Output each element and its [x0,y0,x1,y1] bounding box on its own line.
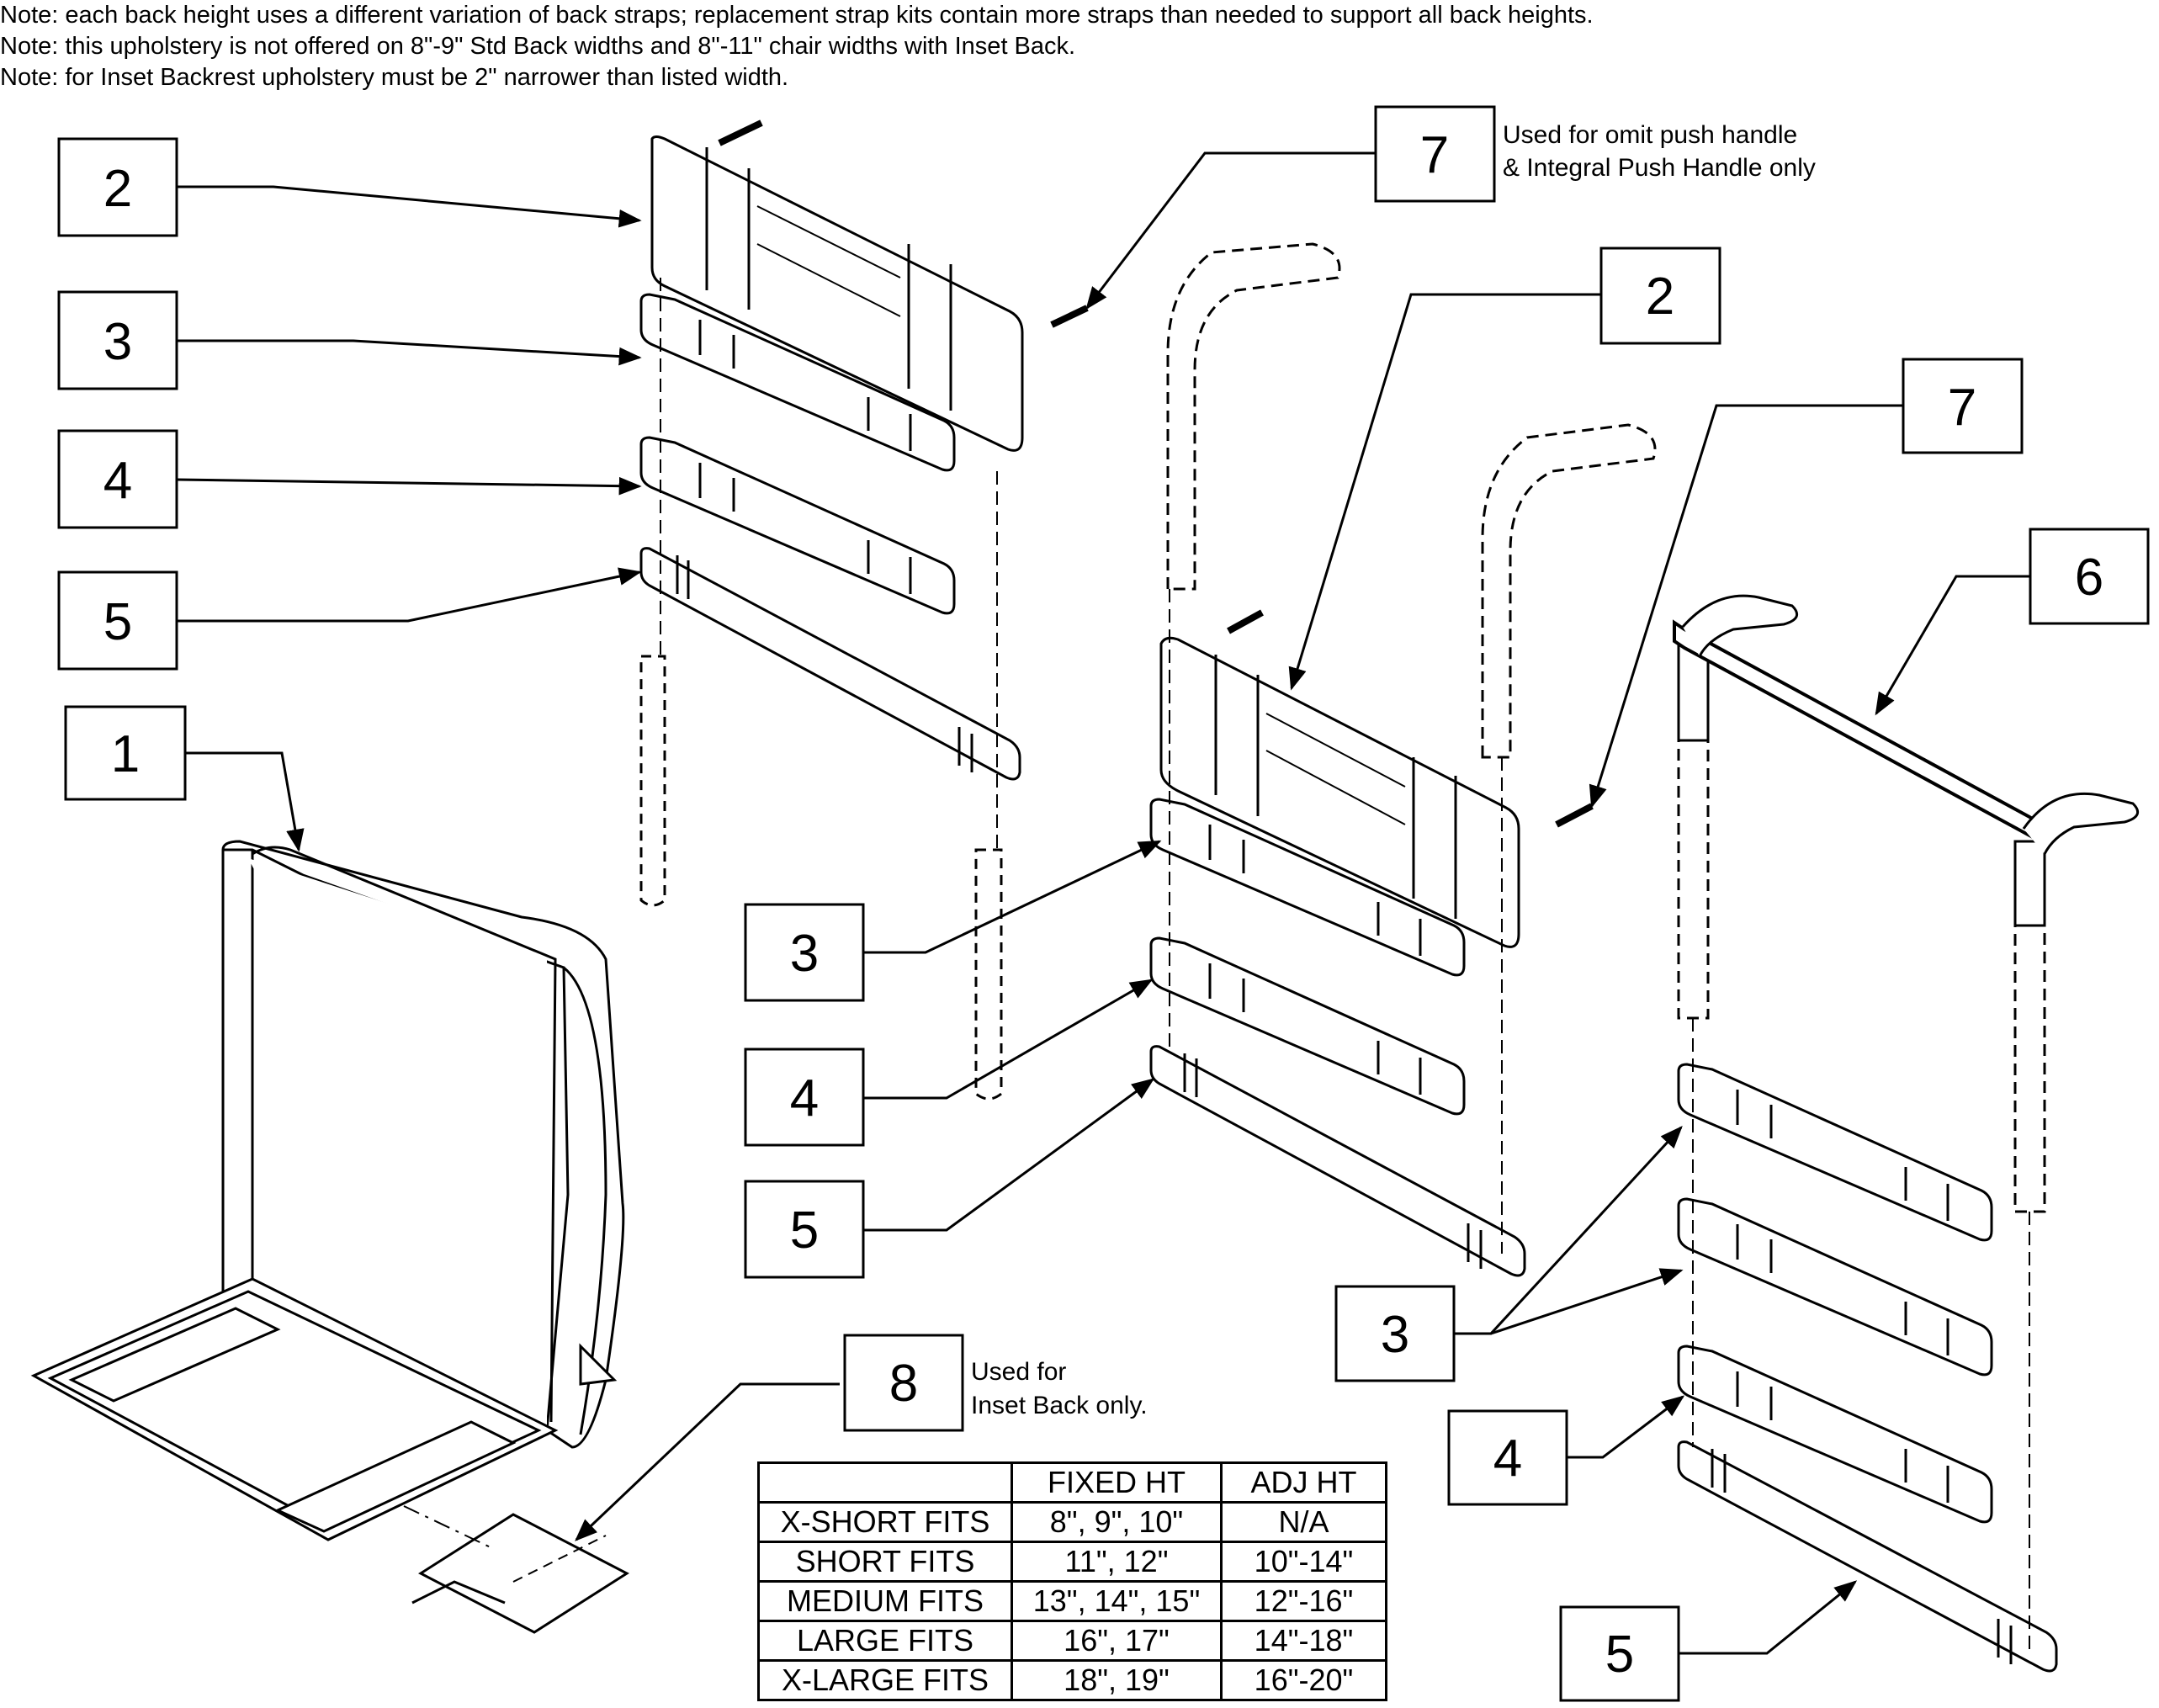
table-cell: X-LARGE FITS [757,1659,1013,1701]
note-line: Note: each back height uses a different … [0,2,1594,29]
table-row: X-SHORT FITS 8", 9", 10" N/A [757,1501,1387,1543]
table-row: MEDIUM FITS 13", 14", 15" 12"-16" [757,1580,1387,1622]
annotation-text: Inset Back only. [971,1392,1148,1419]
table-cell: 13", 14", 15" [1011,1580,1223,1622]
callout-number: 6 [2075,549,2103,607]
strap [1677,1440,2058,1673]
table-cell: 18", 19" [1011,1659,1223,1701]
rigidizer-bar [1673,594,2140,855]
table-row: X-LARGE FITS 18", 19" 16"-20" [757,1659,1387,1701]
callout-box [57,290,178,390]
callout-box [1447,1409,1568,1506]
inset-back-sleeve [403,1505,630,1634]
callout-box [57,570,178,671]
callout-boxes [57,105,2150,1702]
callout-box [1599,247,1721,345]
table-cell: N/A [1220,1501,1387,1543]
left-assembly [639,119,1089,1101]
callout-box [2029,528,2150,625]
callout-number: 2 [103,160,132,218]
seat-back-upholstery [30,840,625,1541]
note-line: Note: for Inset Backrest upholstery must… [0,64,789,91]
right-assembly [1673,594,2140,1673]
table-header-cell: FIXED HT [1011,1461,1223,1504]
callout-number: 3 [1381,1306,1409,1364]
back-post [1677,722,2046,1213]
table-header-cell [757,1461,1013,1504]
size-fit-table: FIXED HT ADJ HT X-SHORT FITS 8", 9", 10"… [757,1461,1387,1701]
callout-number: 8 [889,1355,918,1413]
notes-block: Note: each back height uses a different … [0,0,1594,93]
callout-number: 7 [1948,379,1976,437]
callout-box [1902,358,2024,454]
screw-icon [718,119,1089,328]
annotation-text: & Integral Push Handle only [1503,154,1816,182]
callout-number: 1 [111,725,140,783]
push-handle-tube [1166,242,1657,759]
callout-box [744,903,865,1002]
callout-box [744,1048,865,1147]
callout-number: 2 [1646,268,1674,326]
table-cell: MEDIUM FITS [757,1580,1013,1622]
callout-number: 5 [790,1201,819,1260]
callout-box [1374,105,1496,203]
callout-box [744,1180,865,1279]
screw-icon [1227,609,1594,828]
table-cell: SHORT FITS [757,1541,1013,1583]
callout-number: 3 [103,313,132,371]
callout-box [843,1334,964,1432]
table-cell: X-SHORT FITS [757,1501,1013,1543]
table-cell: 16", 17" [1011,1620,1223,1662]
note-line: Note: this upholstery is not offered on … [0,33,1076,60]
callout-number: 4 [790,1069,819,1127]
table-cell: 16"-20" [1220,1659,1387,1701]
callout-box [57,429,178,529]
table-cell: 14"-18" [1220,1620,1387,1662]
table-cell: 10"-14" [1220,1541,1387,1583]
table-cell: 11", 12" [1011,1541,1223,1583]
callout-number: 5 [1605,1626,1634,1684]
post-stub [639,655,1003,1101]
backrest-pad [650,135,1024,452]
middle-assembly [1149,242,1657,1277]
callout-box [64,705,187,801]
callout-annotations: Used for omit push handle & Integral Pus… [971,121,1816,1419]
callout-box [1334,1285,1456,1382]
callout-box [57,137,178,237]
callout-numbers: 2 3 4 5 1 7 2 3 4 5 7 6 3 4 5 8 [103,126,2103,1684]
callout-number: 5 [103,593,132,651]
table-cell: 8", 9", 10" [1011,1501,1223,1543]
callout-number: 4 [1493,1430,1522,1488]
strap [1149,1045,1526,1277]
leader-lines [176,151,2030,1655]
back-cane [1677,638,2046,927]
callout-number: 7 [1420,126,1449,184]
annotation-text: Used for omit push handle [1503,121,1797,149]
table-cell: LARGE FITS [757,1620,1013,1662]
callout-box [1559,1605,1680,1702]
annotation-text: Used for [971,1358,1066,1386]
callout-number: 3 [790,925,819,983]
table-header-cell: ADJ HT [1220,1461,1387,1504]
strap [639,547,1021,781]
table-row: SHORT FITS 11", 12" 10"-14" [757,1541,1387,1583]
callout-number: 4 [103,452,132,510]
table-row: LARGE FITS 16", 17" 14"-18" [757,1620,1387,1662]
table-cell: 12"-16" [1220,1580,1387,1622]
table-header-row: FIXED HT ADJ HT [757,1461,1387,1504]
backrest-pad [1159,636,1520,948]
